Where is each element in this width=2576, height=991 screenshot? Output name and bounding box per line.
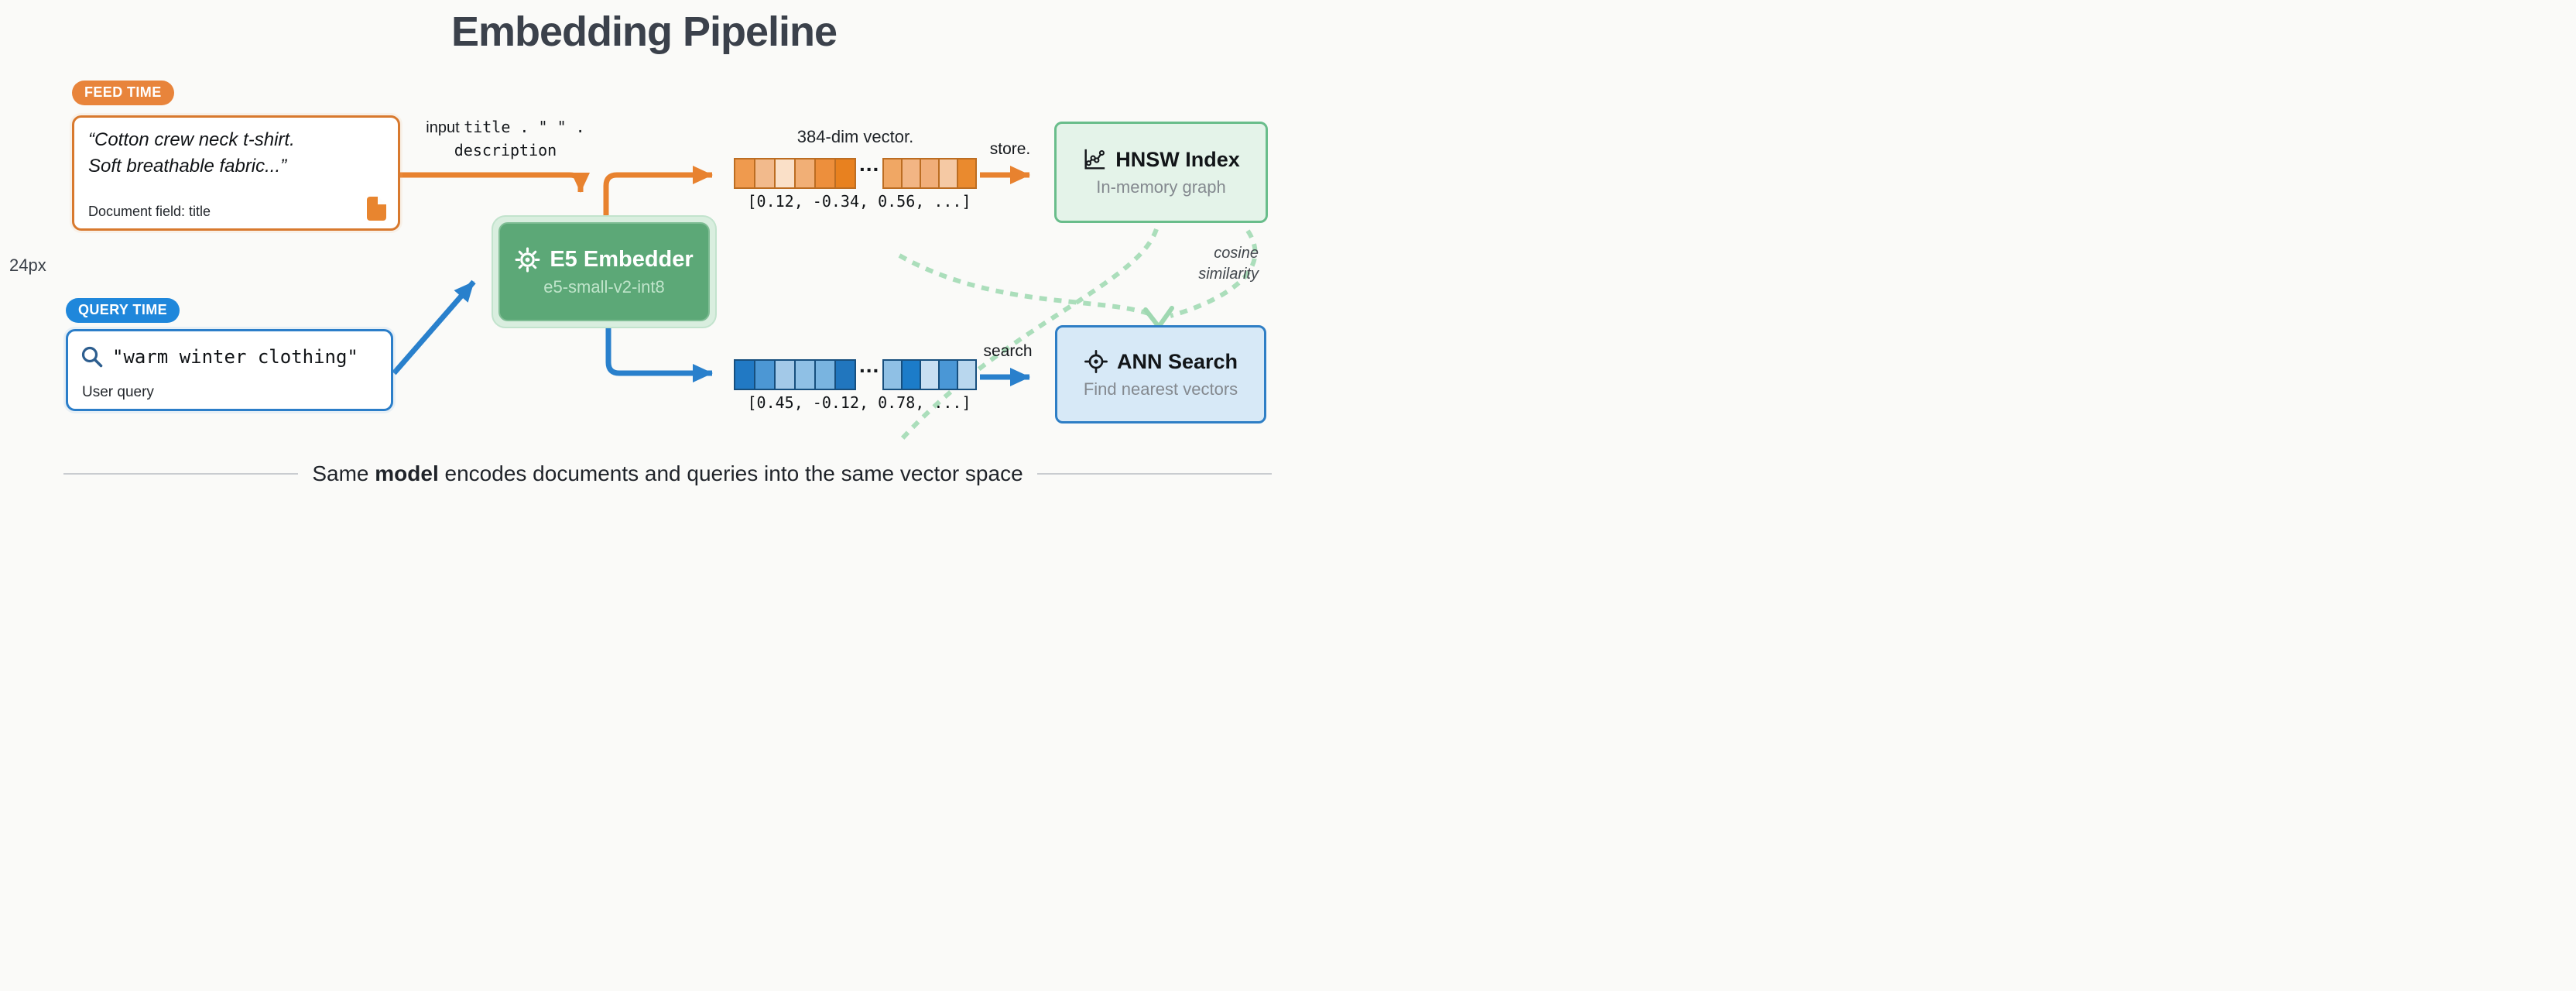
embedder-title-row: E5 Embedder bbox=[515, 246, 694, 273]
feed-time-badge: FEED TIME bbox=[72, 81, 174, 105]
ann-title: ANN Search bbox=[1116, 349, 1238, 373]
cosine-line1: cosine bbox=[1214, 245, 1259, 262]
doc-vector-cells-right bbox=[882, 158, 977, 189]
query-caption: User query bbox=[82, 384, 154, 400]
document-quote-line1: “Cotton crew neck t-shirt. bbox=[88, 129, 295, 150]
document-quote-line2: Soft breathable fabric...” bbox=[88, 156, 287, 177]
ann-title-row: ANN Search bbox=[1084, 349, 1238, 374]
vector-cell bbox=[774, 159, 794, 187]
embedder-node: E5 Embedder e5-small-v2-int8 bbox=[492, 215, 717, 328]
connector-wires bbox=[392, 166, 1258, 441]
vector-cell bbox=[794, 361, 814, 389]
vector-cell bbox=[920, 361, 938, 389]
vector-cell bbox=[754, 159, 774, 187]
input-format-line2: description bbox=[454, 141, 557, 159]
hnsw-title: HNSW Index bbox=[1115, 147, 1240, 171]
embedder-title: E5 Embedder bbox=[550, 246, 694, 272]
cosine-similarity-label: cosine similarity bbox=[1172, 243, 1259, 285]
hnsw-index-node: HNSW Index In-memory graph bbox=[1054, 122, 1268, 223]
input-format-line1: input title . " " . bbox=[409, 116, 602, 139]
ann-search-node: ANN Search Find nearest vectors bbox=[1055, 325, 1266, 423]
crosshair-icon bbox=[1084, 350, 1108, 373]
vector-cell bbox=[814, 159, 834, 187]
vector-cell bbox=[957, 159, 975, 187]
input-code: title . " " . bbox=[464, 118, 585, 136]
search-icon bbox=[81, 346, 103, 368]
gear-icon bbox=[515, 247, 540, 272]
vector-cell bbox=[884, 361, 901, 389]
page-title: Embedding Pipeline bbox=[450, 9, 838, 55]
embedder-to-query-vector-arrow bbox=[605, 328, 713, 382]
footer-text: Same model encodes documents and queries… bbox=[312, 461, 1023, 486]
doc-vector-values: [0.12, -0.34, 0.56, ...] bbox=[747, 192, 971, 211]
input-word: input bbox=[426, 119, 460, 136]
store-label: store. bbox=[989, 140, 1031, 158]
vector-cell bbox=[957, 361, 975, 389]
document-quote: “Cotton crew neck t-shirt. Soft breathab… bbox=[88, 127, 295, 180]
cosine-line2: similarity bbox=[1198, 266, 1259, 283]
footer-note: Same model encodes documents and queries… bbox=[63, 461, 1272, 486]
document-card: “Cotton crew neck t-shirt. Soft breathab… bbox=[72, 115, 400, 231]
query-vector-cells-right bbox=[882, 359, 977, 390]
footer-divider-left bbox=[63, 473, 299, 475]
vector-cell bbox=[901, 159, 920, 187]
query-row: "warm winter clothing" bbox=[80, 345, 358, 369]
search-label: search bbox=[983, 342, 1033, 360]
doc-vector-ellipsis: ... bbox=[859, 152, 880, 176]
diagram-canvas: Embedding Pipeline 24px FEED TIME “Cotto… bbox=[0, 0, 1288, 496]
query-text: "warm winter clothing" bbox=[112, 346, 358, 368]
ann-subtitle: Find nearest vectors bbox=[1083, 379, 1238, 399]
query-time-badge: QUERY TIME bbox=[66, 298, 180, 323]
footer-divider-right bbox=[1036, 473, 1272, 475]
vector-cell bbox=[884, 159, 901, 187]
footer-text-pre: Same bbox=[312, 461, 375, 485]
footer-text-post: encodes documents and queries into the s… bbox=[438, 461, 1023, 485]
vector-cell bbox=[774, 361, 794, 389]
vector-cell bbox=[920, 159, 938, 187]
vector-cell bbox=[938, 159, 957, 187]
doc-to-embedder-arrow bbox=[400, 172, 590, 193]
query-vector-ellipsis: ... bbox=[859, 353, 880, 377]
query-vector-values: [0.45, -0.12, 0.78, ...] bbox=[747, 393, 971, 412]
cosine-arrowhead-icon bbox=[1143, 306, 1174, 329]
query-card: "warm winter clothing" User query bbox=[66, 329, 393, 411]
vector-cell bbox=[938, 361, 957, 389]
document-field-label: Document field: title bbox=[88, 204, 211, 219]
cosine-dashed-curves bbox=[898, 228, 1258, 441]
footer-text-bold: model bbox=[375, 461, 439, 485]
feed-wires bbox=[400, 166, 1030, 215]
vector-cell bbox=[901, 361, 920, 389]
vector-cell bbox=[735, 361, 754, 389]
query-wires bbox=[392, 279, 1030, 386]
doc-vector-cells-left bbox=[734, 158, 856, 189]
vector-cell bbox=[834, 361, 855, 389]
hnsw-subtitle: In-memory graph bbox=[1096, 177, 1226, 197]
embedder-to-doc-vector-arrow bbox=[603, 166, 713, 215]
query-vector-cells-left bbox=[734, 359, 856, 390]
document-icon bbox=[367, 196, 387, 221]
hnsw-title-row: HNSW Index bbox=[1082, 147, 1240, 172]
vector-cell bbox=[794, 159, 814, 187]
embedder-subtitle: e5-small-v2-int8 bbox=[543, 276, 665, 297]
vector-cell bbox=[814, 361, 834, 389]
vector-cell bbox=[834, 159, 855, 187]
graph-chart-icon bbox=[1084, 149, 1105, 170]
vector-cell bbox=[735, 159, 754, 187]
input-format-label: input title . " " . description bbox=[409, 116, 602, 162]
margin-label: 24px bbox=[9, 255, 46, 275]
doc-vector-label: 384-dim vector. bbox=[796, 127, 914, 146]
embedder-node-inner: E5 Embedder e5-small-v2-int8 bbox=[498, 222, 710, 321]
vector-cell bbox=[754, 361, 774, 389]
query-to-embedder-arrow bbox=[392, 279, 476, 375]
